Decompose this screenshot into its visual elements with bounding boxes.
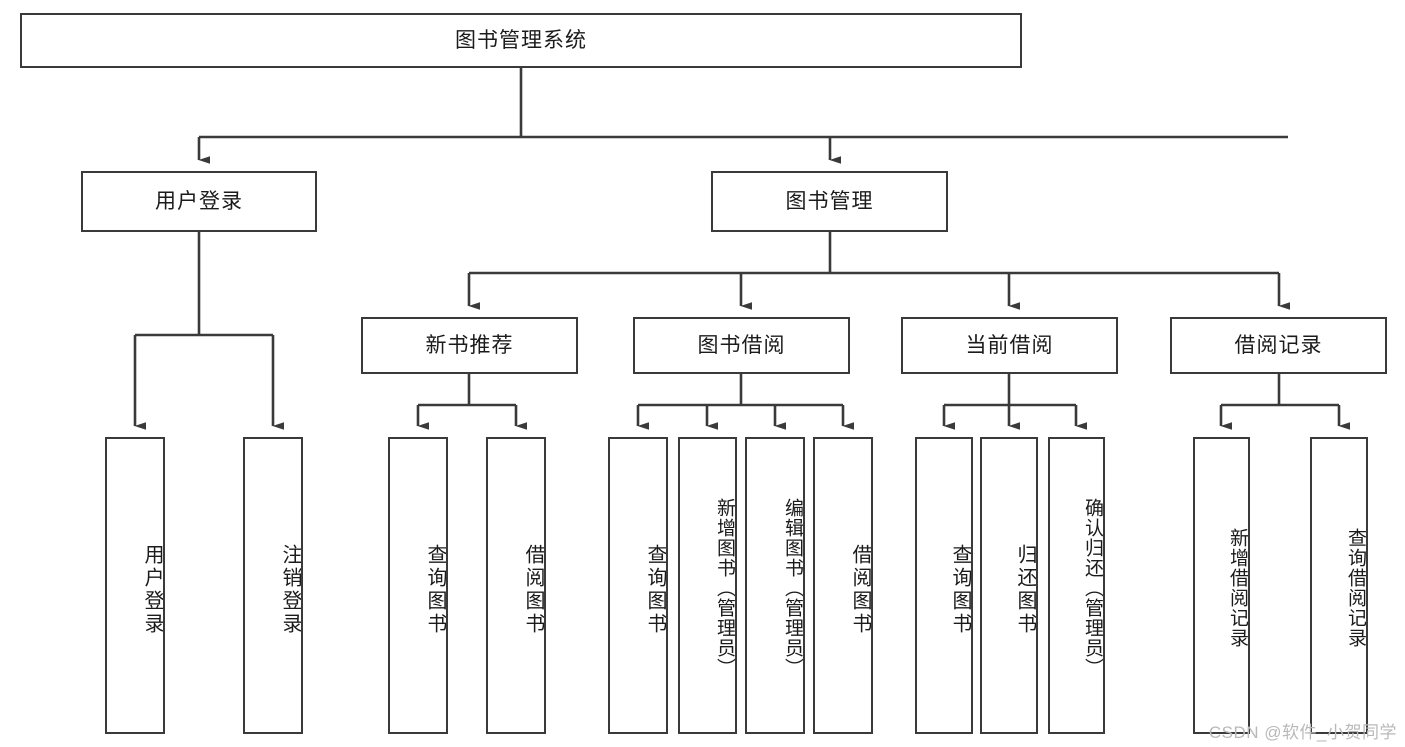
node-user-login[interactable]: 用户登录 — [81, 171, 317, 232]
leaf-user-login[interactable]: 用户登录 — [105, 437, 165, 734]
leaf-query-books-current[interactable]: 查询图书 — [915, 437, 973, 734]
leaf-logout-login[interactable]: 注销登录 — [243, 437, 303, 734]
leaf-borrow-books-borrow[interactable]: 借阅图书 — [813, 437, 873, 734]
leaf-add-borrow-record[interactable]: 新增借阅记录 — [1193, 437, 1250, 734]
csdn-watermark: CSDN @软件_小贺同学 — [1208, 723, 1397, 742]
edge-userlogin-to-leaves — [133, 232, 284, 430]
edge-currentborrow-to-leaves — [942, 374, 1087, 430]
node-new-book-recommend[interactable]: 新书推荐 — [361, 317, 578, 374]
node-current-borrow[interactable]: 当前借阅 — [901, 317, 1118, 374]
edge-newbooks-to-leaves — [416, 374, 527, 430]
edge-root-to-level2 — [197, 68, 1288, 164]
leaf-edit-book-admin[interactable]: 编辑图书（管理员） — [745, 437, 805, 734]
leaf-add-book-admin[interactable]: 新增图书（管理员） — [678, 437, 737, 734]
leaf-return-books[interactable]: 归还图书 — [980, 437, 1038, 734]
node-root-system[interactable]: 图书管理系统 — [20, 13, 1022, 68]
node-book-borrow[interactable]: 图书借阅 — [633, 317, 850, 374]
edge-borrowrecords-to-leaves — [1219, 374, 1350, 430]
node-book-management[interactable]: 图书管理 — [711, 171, 948, 232]
leaf-query-borrow-record[interactable]: 查询借阅记录 — [1310, 437, 1368, 734]
edge-borrowbooks-to-leaves — [636, 374, 854, 430]
edge-bookmgmt-to-level3 — [467, 232, 1290, 310]
leaf-confirm-return-admin[interactable]: 确认归还（管理员） — [1048, 437, 1105, 734]
node-borrow-records[interactable]: 借阅记录 — [1170, 317, 1387, 374]
leaf-query-books-borrow[interactable]: 查询图书 — [608, 437, 668, 734]
leaf-borrow-books-recommend[interactable]: 借阅图书 — [486, 437, 546, 734]
leaf-query-books-recommend[interactable]: 查询图书 — [388, 437, 448, 734]
